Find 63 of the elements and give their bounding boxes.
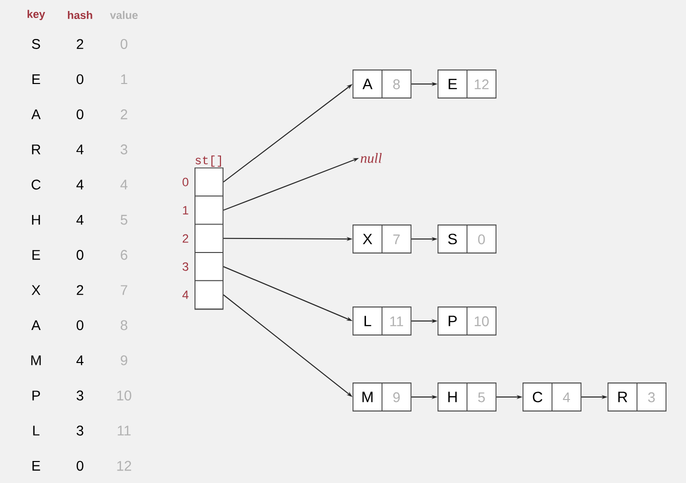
- table-cell: 11: [118, 426, 131, 436]
- null-label: null: [360, 153, 382, 163]
- list-node: S 0: [438, 224, 496, 254]
- array-cell: [194, 224, 224, 253]
- list-node: C 4: [522, 382, 582, 412]
- column-header: key: [28, 10, 46, 20]
- list-node: P 10: [438, 306, 496, 336]
- table-cell: 12: [117, 460, 132, 471]
- table-cell: 8: [120, 320, 128, 330]
- table-cell: 0: [76, 460, 84, 471]
- table-cell: 4: [76, 215, 84, 225]
- array-cell: [194, 252, 224, 282]
- table-cell: 4: [76, 144, 84, 154]
- list-node: R 3: [608, 382, 666, 412]
- table-cell: 7: [120, 285, 128, 295]
- table-cell: 2: [76, 285, 84, 295]
- table-cell: E: [32, 461, 40, 471]
- table-cell: 5: [120, 214, 128, 225]
- table-cell: 3: [120, 144, 128, 154]
- table-cell: P: [32, 390, 40, 400]
- index-number: 2: [182, 234, 188, 243]
- index-number: 1: [183, 206, 188, 214]
- list-node: H 5: [438, 382, 496, 412]
- table-cell: 1: [121, 74, 128, 84]
- table-cell: 3: [76, 426, 84, 436]
- index-number: 4: [182, 290, 188, 299]
- table-cell: A: [31, 110, 41, 120]
- table-cell: L: [33, 426, 40, 436]
- table-cell: 0: [76, 250, 84, 260]
- table-cell: 4: [120, 180, 128, 190]
- table-cell: 3: [76, 390, 84, 400]
- table-cell: 4: [76, 180, 84, 190]
- table-cell: R: [32, 144, 40, 154]
- table-cell: 4: [76, 356, 84, 366]
- table-cell: 0: [76, 109, 84, 120]
- table-cell: 10: [117, 390, 132, 400]
- table-cell: A: [31, 320, 41, 330]
- list-node: E 12: [438, 69, 496, 99]
- table-cell: 9: [120, 355, 128, 366]
- table-cell: E: [32, 74, 40, 84]
- table-cell: E: [32, 250, 40, 260]
- table-cell: 2: [120, 109, 128, 120]
- table-cell: C: [32, 180, 41, 190]
- array-cell: [194, 280, 224, 310]
- table-cell: M: [31, 356, 41, 366]
- table-cell: X: [32, 285, 40, 295]
- column-header: hash: [68, 10, 92, 20]
- table-cell: 0: [120, 39, 128, 49]
- list-node: M 9: [352, 382, 412, 412]
- list-node: X 7: [352, 224, 412, 254]
- table-cell: 2: [76, 39, 84, 49]
- array-cell: [194, 196, 224, 225]
- list-node: L 11: [352, 306, 412, 336]
- table-cell: H: [32, 215, 40, 225]
- column-header: value: [110, 10, 138, 20]
- index-number: 3: [182, 262, 188, 271]
- array-cell: [194, 167, 224, 197]
- table-cell: S: [32, 39, 40, 49]
- list-node: A 8: [352, 69, 412, 99]
- index-number: 0: [182, 178, 188, 186]
- table-cell: 0: [76, 74, 84, 84]
- table-cell: 0: [76, 320, 84, 330]
- table-cell: 6: [120, 250, 128, 260]
